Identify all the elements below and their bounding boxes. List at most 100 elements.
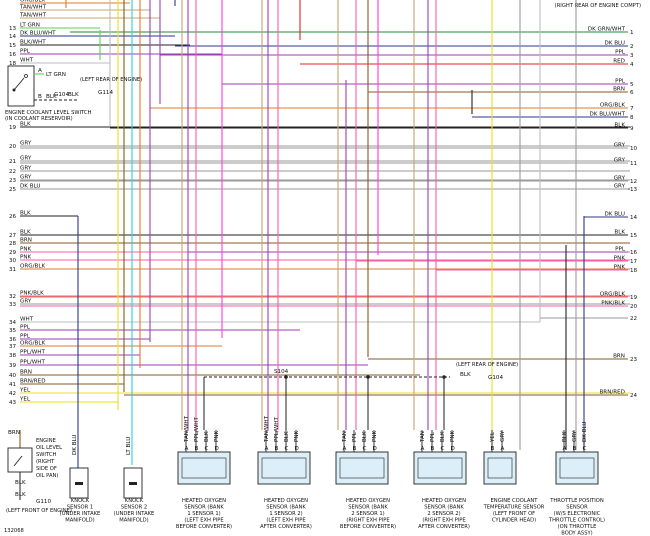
sensor-wire-label: BLK bbox=[204, 431, 210, 442]
oil-caption-line: OIL LEVEL bbox=[36, 445, 62, 451]
sensor-body bbox=[413, 451, 467, 485]
left-wire-label: PPL bbox=[20, 325, 31, 331]
right-wire-label: PNK/BLK bbox=[601, 301, 625, 307]
coolant-pin-b: B bbox=[38, 94, 42, 100]
oil-caption-line: ENGINE bbox=[36, 438, 56, 444]
left-wire-label: BLK/WHT bbox=[20, 40, 46, 46]
splice-g104-label: G104 bbox=[54, 92, 69, 98]
splice-s104: S104 BLK (LEFT REAR OF ENGINE) G104 bbox=[203, 362, 518, 430]
oil-caption-line: SWITCH bbox=[36, 452, 56, 458]
component-caption-line: SENSOR bbox=[566, 505, 588, 511]
right-wire-number: 20 bbox=[630, 304, 638, 310]
coolant-switch-location: (IN COOLANT RESERVOIR) bbox=[5, 116, 73, 122]
right-wire-number: 10 bbox=[630, 146, 638, 152]
right-wire-number: 5 bbox=[630, 82, 634, 88]
component-caption-line: ENGINE COOLANT bbox=[491, 498, 539, 504]
sensor-element bbox=[559, 457, 595, 479]
coolant-wire-a-label: LT GRN bbox=[46, 72, 66, 78]
component-caption-line: (W/S ELECTRONIC bbox=[554, 511, 601, 517]
right-wire-label: GRY bbox=[614, 143, 626, 149]
left-wire-number: 33 bbox=[9, 302, 17, 308]
coolant-switch-caption: ENGINE COOLANT LEVEL SWITCH bbox=[5, 110, 92, 116]
left-wire-number: 13 bbox=[9, 26, 17, 32]
sensor-pin-letter: B bbox=[573, 446, 577, 452]
right-wire-number: 18 bbox=[630, 268, 638, 274]
right-wire-label: GRY bbox=[614, 158, 626, 164]
left-wire-number: 31 bbox=[9, 267, 17, 273]
sensor-pin-letter: D bbox=[373, 446, 377, 452]
sensor-wire-label: PNK bbox=[450, 430, 456, 442]
left-wire-label: PPL bbox=[20, 49, 31, 55]
sensor-body bbox=[257, 451, 311, 485]
sensor-pin-letter: C bbox=[205, 446, 209, 452]
left-wire-number: 40 bbox=[9, 373, 17, 379]
left-wire-label: GRY bbox=[20, 156, 32, 162]
left-wire-number: 41 bbox=[9, 382, 17, 388]
sensor-pin-letter: C bbox=[363, 446, 367, 452]
right-wire-number: 3 bbox=[630, 53, 634, 59]
left-wire-number: 26 bbox=[9, 214, 17, 220]
component-caption-line: MANIFOLD) bbox=[65, 518, 94, 524]
left-wire-number: 30 bbox=[9, 258, 17, 264]
left-wire-label: TAN/WHT bbox=[19, 13, 47, 19]
right-wire-number: 13 bbox=[630, 187, 638, 193]
sensor-element bbox=[487, 457, 513, 479]
sensor-pin-letter: D bbox=[215, 446, 219, 452]
right-wire-number: 4 bbox=[630, 62, 634, 68]
sensor-body bbox=[177, 451, 231, 485]
sensor-pin-letter: B bbox=[275, 446, 279, 452]
sensor-wire-label: TAN bbox=[342, 431, 348, 443]
sensor-pin-letter: D bbox=[295, 446, 299, 452]
left-wire-label: DK BLU bbox=[20, 184, 41, 190]
component-caption-line: SENSOR (BANK bbox=[184, 505, 224, 511]
component-caption-line: SENSOR 2 bbox=[121, 505, 147, 511]
oil-ground-note: (LEFT FRONT OF ENGINE) bbox=[6, 508, 72, 514]
right-wire-number: 7 bbox=[630, 106, 634, 112]
sensor-pin-letter: B bbox=[195, 446, 199, 452]
component-caption-line: (RIGHT EXH PIPE bbox=[346, 518, 389, 524]
sensor-wire-label: TAN/WHT bbox=[264, 415, 270, 443]
left-wire-label: BLK bbox=[20, 230, 31, 236]
right-wire-label: DK BLU bbox=[604, 41, 625, 47]
left-wire-label: PNK bbox=[20, 255, 32, 261]
right-wire-label: RED bbox=[613, 59, 625, 65]
ground-g110: G110 bbox=[36, 499, 51, 505]
right-wire-number: 19 bbox=[630, 295, 638, 301]
left-wire-label: BRN bbox=[20, 238, 32, 244]
left-wire-number: 32 bbox=[9, 294, 16, 300]
oil-switch-wire-bottom: BLK bbox=[15, 480, 26, 486]
right-wire-number: 8 bbox=[630, 115, 634, 121]
sensor-wire-label: TAN/WHT bbox=[184, 415, 190, 443]
sensor-wire-label: YEL bbox=[490, 431, 496, 443]
left-wire-number: 37 bbox=[9, 344, 17, 350]
sensor-wire-label: PNK bbox=[372, 430, 378, 442]
sensor-element bbox=[181, 457, 227, 479]
right-wire-label: GRY bbox=[614, 176, 626, 182]
knock2-wire-label: LT BLU bbox=[126, 437, 132, 455]
right-wire-number: 2 bbox=[630, 44, 634, 50]
sensor-pin-letter: D bbox=[451, 446, 455, 452]
sensor-pin-letter: B bbox=[353, 446, 357, 452]
coolant-pin-a: A bbox=[38, 68, 42, 74]
sensor-wire-label: PNK bbox=[214, 430, 220, 442]
left-wire-label: LT GRN bbox=[20, 23, 40, 29]
left-wire-number: 36 bbox=[9, 337, 17, 343]
right-wire-label: ORG/BLK bbox=[600, 292, 625, 298]
right-wire-label: PNK bbox=[614, 256, 626, 262]
component-caption-line: AFTER CONVERTER) bbox=[418, 524, 470, 530]
left-wire-label: PNK bbox=[20, 247, 32, 253]
left-wire-number: 39 bbox=[9, 363, 17, 369]
left-wire-number: 25 bbox=[9, 187, 17, 193]
right-wire-number: 1 bbox=[630, 30, 634, 36]
component-caption-line: SENSOR (BANK bbox=[266, 505, 306, 511]
sensor-element bbox=[339, 457, 385, 479]
right-wire-label: BLK bbox=[614, 123, 625, 129]
left-wire-label: PPL bbox=[20, 334, 31, 340]
oil-level-switch: BRN BLK BLK G110 (LEFT FRONT OF ENGINE) … bbox=[6, 430, 72, 514]
component-caption-line: BEFORE CONVERTER) bbox=[176, 524, 232, 530]
component-caption-line: MANIFOLD) bbox=[119, 518, 148, 524]
knock1-wire-label: DK BLU bbox=[72, 434, 78, 455]
right-wire-label: BRN bbox=[613, 354, 625, 360]
left-wire-number: 35 bbox=[9, 328, 17, 334]
